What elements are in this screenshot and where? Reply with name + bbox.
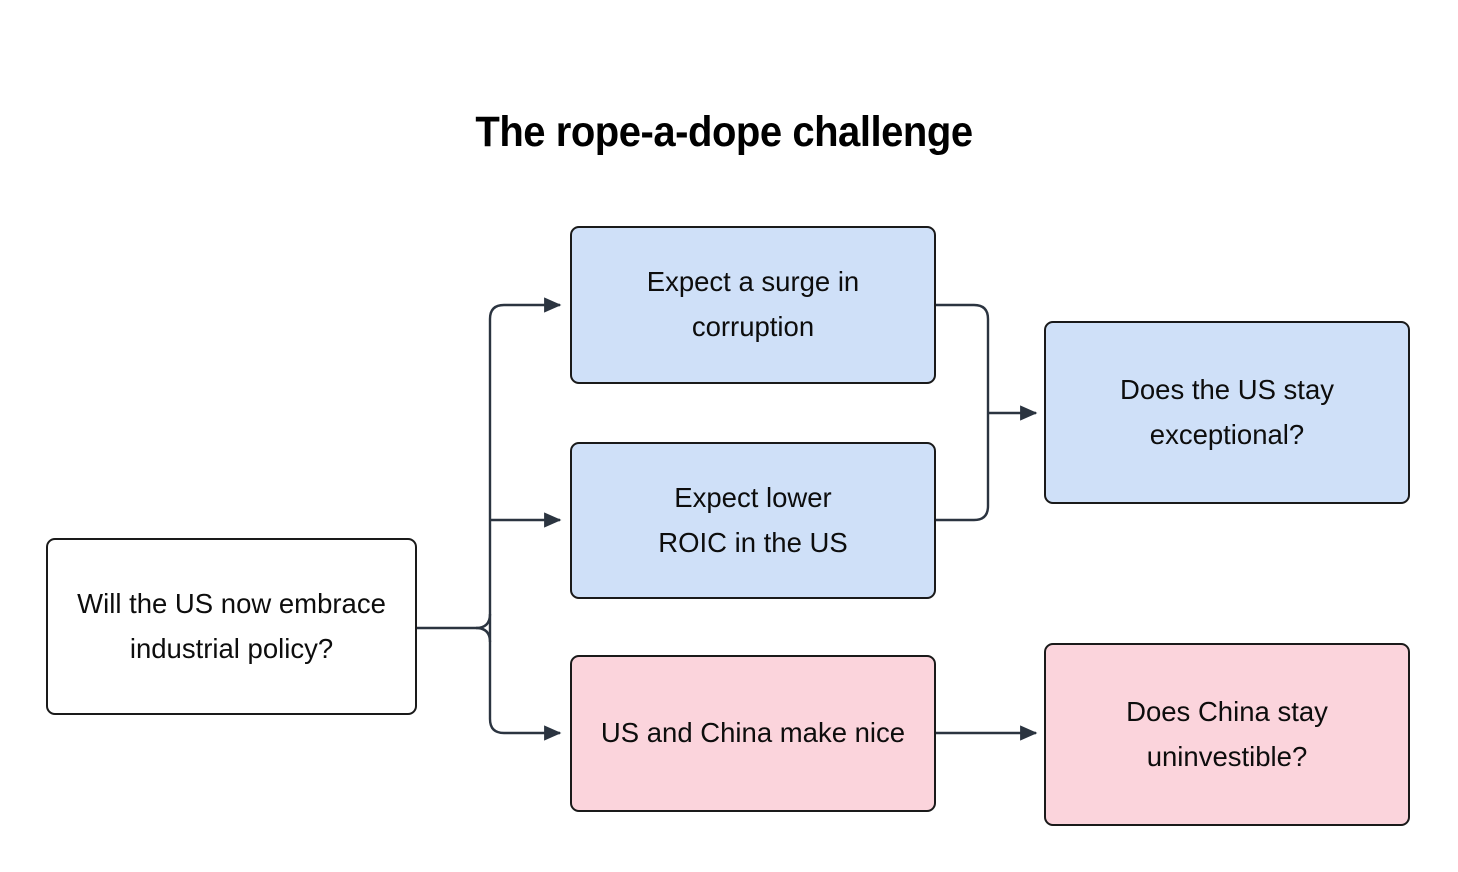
node-root-industrial-policy[interactable]: Will the US now embrace industrial polic… (46, 538, 417, 715)
page-title: The rope-a-dope challenge (475, 108, 973, 156)
node-us-china-make-nice[interactable]: US and China make nice (570, 655, 936, 812)
node-does-us-stay-exceptional[interactable]: Does the US stay exceptional? (1044, 321, 1410, 504)
edge-root-trunk-down (475, 626, 492, 643)
edge-root-to-corruption (488, 297, 562, 628)
edge-root-to-make-nice (488, 628, 562, 741)
edge-root-trunk (417, 613, 492, 630)
node-expect-lower-roic[interactable]: Expect lower ROIC in the US (570, 442, 936, 599)
edge-corruption-to-us-exceptional (936, 303, 990, 413)
node-expect-surge-corruption[interactable]: Expect a surge in corruption (570, 226, 936, 384)
node-does-china-stay-uninvestible[interactable]: Does China stay uninvestible? (1044, 643, 1410, 826)
edge-roic-to-us-exceptional (936, 413, 990, 522)
